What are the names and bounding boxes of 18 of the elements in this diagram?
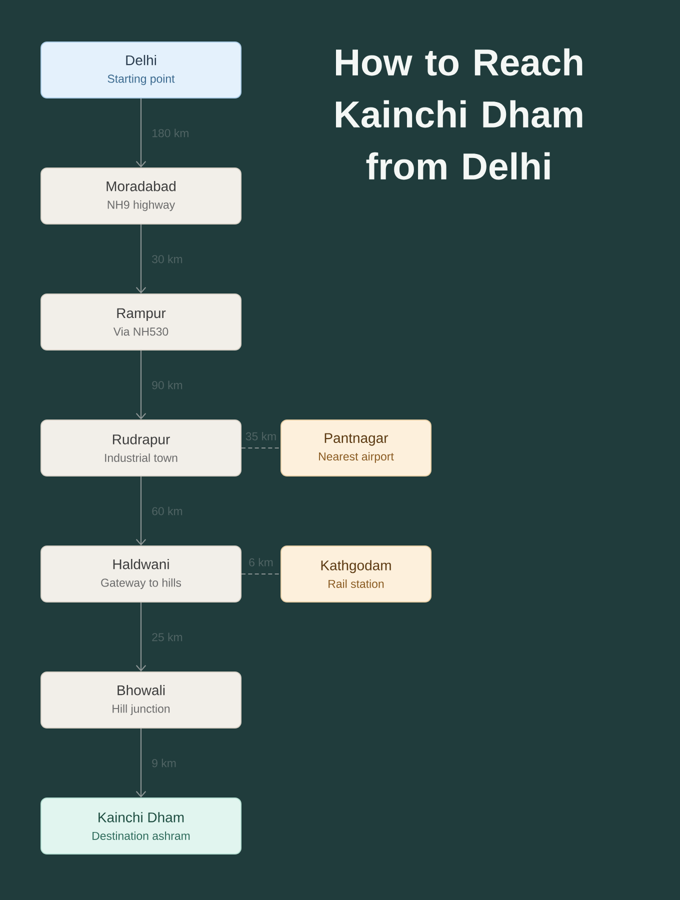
route-box: Haldwani Gateway to hills bbox=[40, 546, 242, 602]
route-box: Delhi Starting point bbox=[40, 42, 242, 98]
arrow bbox=[136, 98, 146, 168]
arrow bbox=[136, 728, 146, 798]
route-box: Pantnagar Nearest airport bbox=[280, 420, 432, 476]
title: How to Reach Kainchi Dham from Delhi bbox=[336, 48, 582, 180]
route-box: Bhowali Hill junction bbox=[40, 672, 242, 728]
route-box: Kainchi Dham Destination ashram bbox=[40, 798, 242, 854]
dashed-line bbox=[242, 573, 280, 575]
route-box: Moradabad NH9 highway bbox=[40, 168, 242, 224]
arrow bbox=[136, 476, 146, 546]
dashed-line bbox=[242, 447, 280, 449]
arrow bbox=[136, 350, 146, 420]
arrow bbox=[136, 224, 146, 294]
route-box: Kathgodam Rail station bbox=[280, 546, 432, 602]
route-box: Rampur Via NH530 bbox=[40, 294, 242, 350]
arrow bbox=[136, 602, 146, 672]
route-box: Rudrapur Industrial town bbox=[40, 420, 242, 476]
